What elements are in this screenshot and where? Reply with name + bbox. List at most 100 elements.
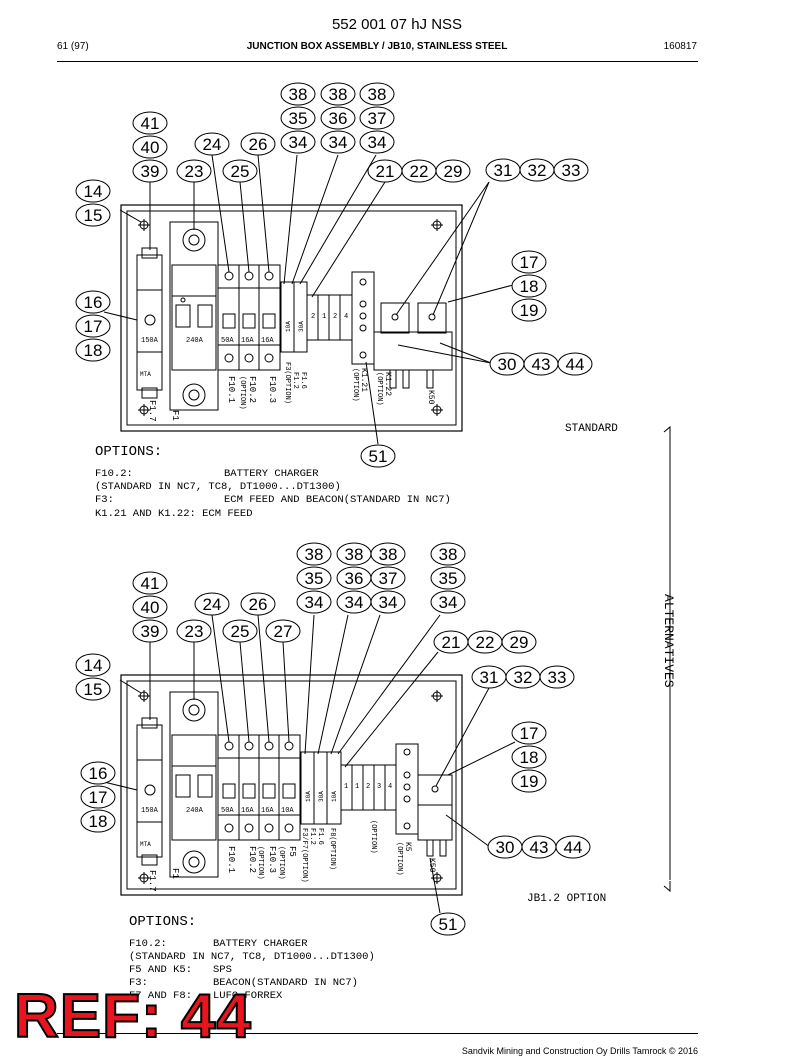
label-option: (OPTION)	[369, 820, 377, 854]
label-16a: 16A	[241, 807, 254, 815]
callout-38: 38	[379, 545, 398, 564]
label-f8-option: F8(OPTION)	[328, 828, 336, 870]
page-title: JUNCTION BOX ASSEMBLY / JB10, STAINLESS …	[246, 41, 508, 52]
callout-38: 38	[439, 545, 458, 564]
page-number: 61 (97)	[57, 41, 89, 52]
callout-15: 15	[84, 206, 103, 225]
callout-26: 26	[249, 595, 268, 614]
fuse-strip-f10	[217, 264, 281, 371]
callout-26: 26	[249, 135, 268, 154]
callout-17: 17	[89, 788, 108, 807]
label-k121: K1.21	[359, 368, 368, 392]
doc-code: 160817	[663, 41, 697, 52]
callout-27: 27	[274, 622, 293, 641]
label-150a: 150A	[141, 807, 159, 815]
callout-17: 17	[520, 253, 539, 272]
label-k122-option: (OPTION)	[375, 372, 383, 406]
top-component-labels: 150A 240A 50A 16A 16A MTA 2 1 2 4 10A 30…	[140, 313, 348, 378]
top-diagram	[103, 154, 671, 893]
callout-14: 14	[84, 656, 103, 675]
callout-35: 35	[305, 569, 324, 588]
label-240a: 240A	[186, 807, 204, 815]
options-heading: OPTIONS:	[129, 914, 196, 930]
callout-34: 34	[345, 593, 364, 612]
main-fuse-150a-b	[136, 724, 163, 858]
alternatives-label: ALTERNATIVES	[661, 594, 676, 688]
label-f102-option: (OPTION)	[256, 846, 264, 880]
callout-38: 38	[329, 85, 348, 104]
footer-rule	[57, 1033, 698, 1034]
options-f7-f8-desc: LUFO FORREX	[213, 990, 283, 1002]
options-k121: K1.21 AND K1.22: ECM FEED	[95, 508, 253, 520]
label-k5-option: (OPTION)	[395, 842, 403, 876]
options-f3: F3:	[95, 494, 114, 506]
label-30a: 30A	[318, 791, 325, 802]
label-f103: F10.3	[267, 846, 277, 873]
label-f1: F1	[170, 868, 180, 879]
callout-14: 14	[84, 182, 103, 201]
options-f3: F3:	[129, 977, 148, 989]
relay-k5	[395, 743, 419, 835]
callout-18: 18	[520, 748, 539, 767]
callout-43: 43	[532, 355, 551, 374]
callout-24: 24	[203, 595, 222, 614]
callout-51: 51	[439, 915, 458, 934]
callout-33: 33	[562, 161, 581, 180]
bottom-options: OPTIONS: F10.2: BATTERY CHARGER (STANDAR…	[129, 914, 375, 1002]
label-f3f7-option: F3/F7(OPTION)	[300, 828, 308, 883]
callout-39: 39	[141, 162, 160, 181]
enclosure-inner-b	[126, 680, 457, 890]
label-term-1: 1	[344, 783, 348, 791]
callout-25: 25	[231, 162, 250, 181]
callout-35: 35	[439, 569, 458, 588]
relay-k50-a	[380, 302, 410, 334]
callout-29: 29	[510, 633, 529, 652]
callout-22: 22	[476, 633, 495, 652]
options-f3-desc: ECM FEED AND BEACON(STANDARD IN NC7)	[224, 494, 451, 506]
callout-29: 29	[444, 162, 463, 181]
callout-40: 40	[141, 598, 160, 617]
callout-36: 36	[345, 569, 364, 588]
label-k50: K50	[426, 390, 435, 405]
callout-19: 19	[520, 772, 539, 791]
label-f5-option: (OPTION)	[277, 846, 285, 880]
standard-label: STANDARD	[565, 423, 618, 435]
callout-16: 16	[89, 764, 108, 783]
label-f102: F10.2	[247, 376, 257, 403]
ref-stamp: REF: 44	[13, 982, 252, 1051]
callout-19: 19	[520, 301, 539, 320]
label-10a: 10A	[281, 807, 294, 815]
label-f101: F10.1	[226, 376, 236, 403]
small-fuse-block-b	[300, 751, 342, 825]
callout-40: 40	[141, 138, 160, 157]
top-options: OPTIONS: F10.2: BATTERY CHARGER (STANDAR…	[95, 444, 451, 520]
relay-k50-b	[417, 774, 453, 806]
label-f17: F1.7	[147, 400, 157, 422]
top-callouts: 41 40 39 14 15 16 17 18 24 23 26 25 38 3…	[75, 82, 593, 468]
label-16a: 16A	[241, 337, 254, 345]
label-f17: F1.7	[147, 870, 157, 892]
enclosure-outer-b	[120, 674, 463, 896]
fuse-holder-240a	[169, 221, 219, 411]
label-f12: F1.2	[291, 372, 299, 389]
label-term-1: 1	[322, 313, 326, 321]
callout-41: 41	[141, 114, 160, 133]
callout-38: 38	[368, 85, 387, 104]
label-f5: F5	[287, 846, 297, 857]
callout-24: 24	[203, 135, 222, 154]
doc-number: 552 001 07 hJ NSS	[331, 16, 463, 33]
label-16a: 16A	[261, 337, 274, 345]
label-f3-option: F3(OPTION)	[283, 362, 291, 404]
label-240a: 240A	[186, 337, 204, 345]
label-term-4: 4	[344, 313, 348, 321]
callout-30: 30	[496, 838, 515, 857]
top-rotated-labels: F1 F1.7 F10.1 F10.2 (OPTION) F10.3 F1.6 …	[147, 362, 435, 422]
callout-21: 21	[376, 162, 395, 181]
label-k5: K5	[403, 842, 412, 852]
callout-34: 34	[329, 133, 348, 152]
callout-34: 34	[305, 593, 324, 612]
label-16a: 16A	[261, 807, 274, 815]
relay-k50-b	[417, 302, 447, 334]
callout-32: 32	[528, 161, 547, 180]
